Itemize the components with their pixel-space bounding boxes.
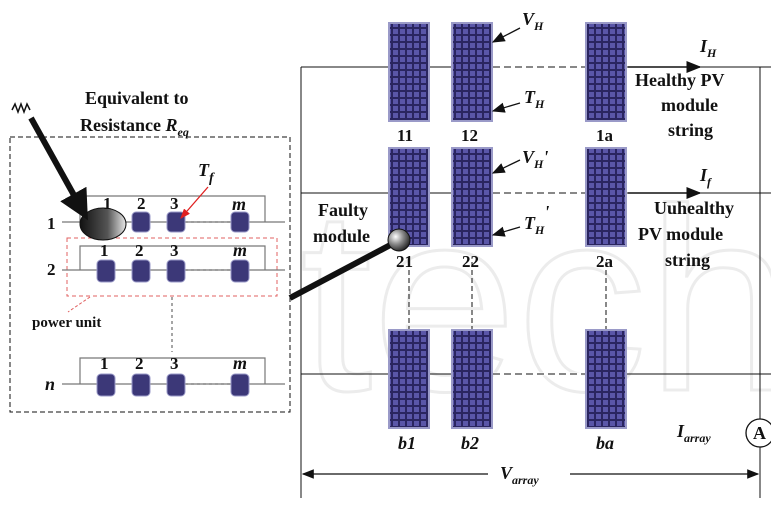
mini-module [166,373,186,397]
col-label-1: 1 [103,194,112,213]
mini-module [230,373,250,397]
col-label-m: m [233,240,247,260]
if-label: If [699,165,712,189]
col-label-2: 2 [135,354,144,373]
faulty-caption-1: Faulty [318,200,368,220]
th-label: TH [524,87,545,111]
mini-module [131,373,151,397]
unhealthy-caption-2: PV module [638,224,723,244]
row-n: n 1 2 3 m [45,353,285,397]
vh-label: VH [522,9,544,33]
module-label-ba: ba [596,433,614,453]
unhealthy-caption-3: string [665,250,710,270]
module-label-b1: b1 [398,433,416,453]
equivalent-resistance-box: Equivalent to Resistance Req power unit … [9,88,291,413]
watermark-text: tech [300,156,771,446]
th-prime-label: TH' [524,202,549,237]
power-unit-pointer [67,296,91,313]
row-label-n: n [45,374,55,394]
pv-module-b1 [388,329,430,429]
varray-label: Varray [500,463,539,487]
mini-module [166,211,186,233]
module-label-1a: 1a [596,126,614,145]
mini-module [230,259,250,283]
pv-module-12 [451,22,493,122]
power-unit-label: power unit [32,315,101,331]
pv-module-21 [388,147,430,247]
pv-module-11 [388,22,430,122]
unhealthy-caption-1: Uuhealthy [654,198,734,218]
tf-label: Tf [198,160,215,186]
col-label-3: 3 [170,354,179,373]
mini-module [131,259,151,283]
row-2: 2 1 2 3 m [47,240,285,283]
col-label-m: m [233,353,247,373]
healthy-caption-2: module [661,95,718,115]
row-label-1: 1 [47,214,56,233]
mini-module [96,373,116,397]
mini-module [96,259,116,283]
module-label-11: 11 [397,126,413,145]
module-label-b2: b2 [461,433,479,453]
left-dashed-box [9,136,291,413]
power-unit-box [66,237,278,297]
col-label-3: 3 [170,241,179,260]
faulty-pointer [288,239,398,301]
pv-array: 11 12 1a 21 22 2a b1 b2 ba VH TH VH' TH'… [288,9,771,498]
equivalence-arrow [28,116,88,221]
col-label-1: 1 [100,354,109,373]
fault-marker-icon [387,228,411,252]
row-label-2: 2 [47,260,56,279]
pv-module-ba [585,329,627,429]
resistor-icon [11,101,31,115]
equivalent-title-line2: Resistance Req [80,115,189,139]
ammeter-icon [745,418,771,448]
pv-module-22 [451,147,493,247]
tf-red-arrow [180,186,209,219]
mini-module [230,211,250,233]
module-label-21: 21 [396,252,413,271]
fault-oval-icon [79,207,127,241]
row-1: 1 1 2 3 m [47,194,285,241]
healthy-caption-3: string [668,120,713,140]
module-label-22: 22 [462,252,479,271]
pv-module-2a [585,147,627,247]
ammeter-label: A [753,423,766,443]
iarray-label: Iarray [676,421,711,445]
mini-module [131,211,151,233]
healthy-caption-1: Healthy PV [635,70,725,90]
mini-module [166,259,186,283]
col-label-2: 2 [135,241,144,260]
col-label-m: m [232,194,246,214]
ih-label: IH [699,36,717,60]
pv-module-1a [585,22,627,122]
col-label-1: 1 [100,241,109,260]
faulty-caption-2: module [313,226,370,246]
vh-prime-label: VH' [522,147,548,171]
module-label-12: 12 [461,126,478,145]
col-label-3: 3 [170,194,179,213]
pv-module-b2 [451,329,493,429]
col-label-2: 2 [137,194,146,213]
module-label-2a: 2a [596,252,614,271]
equivalent-title-line1: Equivalent to [85,88,189,108]
